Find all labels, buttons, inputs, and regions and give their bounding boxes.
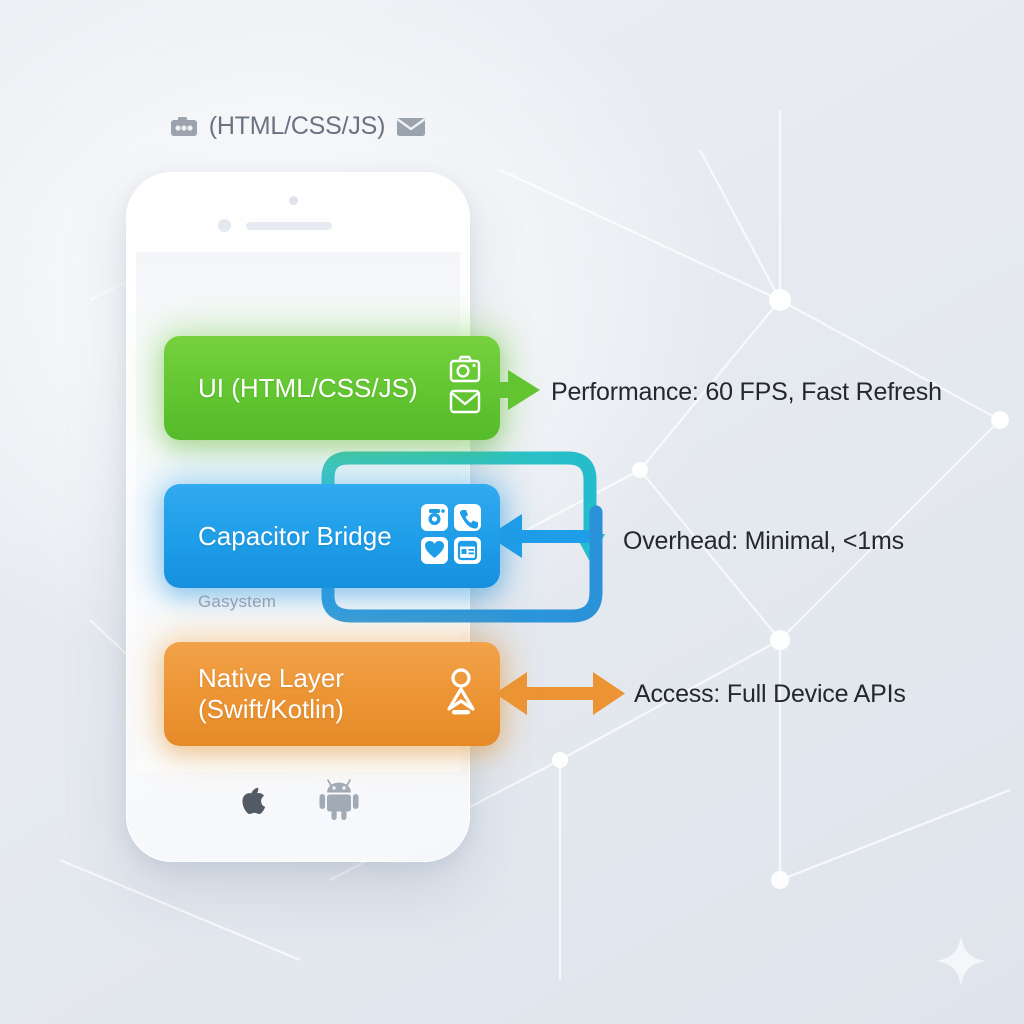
sparkle-icon [936, 936, 986, 986]
arrow-native-bidirectional [495, 672, 625, 715]
layer-box-ui[interactable]: UI (HTML/CSS/JS) [164, 336, 500, 440]
bridge-sub-caption: Gasystem [198, 592, 277, 611]
heart-icon [421, 536, 448, 564]
annotation-overhead: Overhead: Minimal, <1ms [623, 527, 904, 555]
layer-icons-ui [448, 353, 482, 424]
annotation-access: Access: Full Device APIs [634, 680, 906, 708]
layer-label-native: Native Layer (Swift/Kotlin) [198, 663, 440, 724]
layer-box-native[interactable]: Native Layer (Swift/Kotlin) [164, 642, 500, 746]
envelope-icon [397, 117, 426, 136]
layer-label-native-line2: (Swift/Kotlin) [198, 694, 344, 724]
front-camera-dot [289, 196, 298, 205]
annotation-performance: Performance: 60 FPS, Fast Refresh [551, 378, 942, 406]
platform-logos [126, 770, 470, 828]
layer-label-native-line1: Native Layer [198, 663, 344, 694]
arrow-bridge-left [488, 514, 590, 558]
apple-logo [242, 787, 266, 815]
layer-label-ui: UI (HTML/CSS/JS) [198, 372, 418, 403]
layer-icons-native [440, 667, 482, 722]
person-pin-icon [447, 667, 475, 714]
android-logo [319, 779, 359, 820]
camera-icon [170, 116, 197, 136]
loop-bottom-path [321, 505, 603, 623]
layer-box-bridge[interactable]: Capacitor Bridge [164, 484, 500, 588]
phone-icon [454, 503, 481, 531]
loop-top-path [321, 451, 597, 542]
card-icon [454, 536, 481, 564]
camera-icon [449, 355, 481, 382]
earpiece-speaker [246, 222, 332, 230]
screen-header: (HTML/CSS/JS) [126, 112, 470, 141]
envelope-icon [449, 389, 481, 413]
header-title: (HTML/CSS/JS) [208, 112, 386, 140]
layer-label-bridge: Capacitor Bridge [198, 520, 392, 551]
layer-icons-bridge [420, 503, 482, 570]
proximity-sensor-dot [218, 219, 231, 232]
camera-icon [421, 503, 448, 531]
